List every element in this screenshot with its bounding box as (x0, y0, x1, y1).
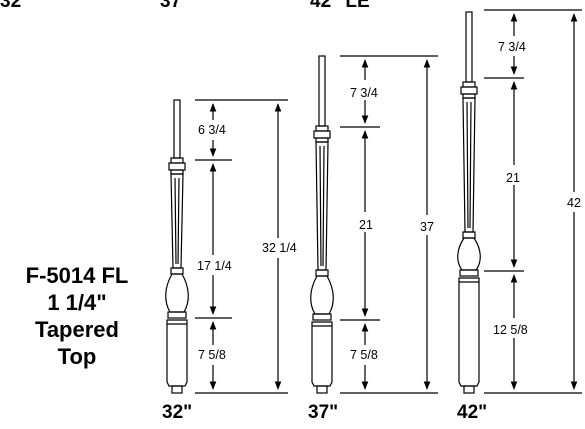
header-label-32: 32" (0, 0, 31, 12)
spindle-32-dimensions (195, 99, 288, 394)
spindle-32-total-dim: 32 1/4 (262, 241, 297, 255)
spindle-42-top-dim: 7 3/4 (498, 40, 526, 54)
spindle-37-top-dim: 7 3/4 (350, 86, 378, 100)
spindle-32-label: 32" (162, 402, 193, 423)
spindle-42-drawing (457, 11, 481, 394)
spindle-42-dimensions (484, 9, 582, 394)
product-title: F-5014 FL 1 1/4" Tapered Top (2, 262, 152, 370)
spindle-37-middle-dim: 21 (359, 218, 373, 232)
spindle-42-total-dim: 42 (567, 196, 581, 210)
spindle-42-label: 42" (457, 402, 488, 423)
spindle-32-bottom-dim: 7 5/8 (198, 348, 226, 362)
spindle-37-label: 37" (308, 402, 339, 423)
spindle-37-total-dim: 37 (420, 220, 434, 234)
spindle-32-top-dim: 6 3/4 (198, 123, 226, 137)
spindle-37-bottom-dim: 7 5/8 (350, 348, 378, 362)
spindle-42-middle-dim: 21 (506, 171, 520, 185)
spindle-42-bottom-dim: 12 5/8 (493, 323, 528, 337)
header-label-37: 37" (160, 0, 191, 12)
style-label-2: Top (57, 344, 97, 369)
spindle-37-drawing (310, 55, 334, 394)
size-label: 1 1/4" (47, 290, 107, 315)
spindle-32-drawing (165, 99, 189, 394)
spindle-37-dimensions (340, 55, 438, 394)
style-label: Tapered (35, 317, 119, 342)
model-number: F-5014 FL (25, 263, 129, 288)
header-label-42-le: 42" LE (310, 0, 370, 12)
spindle-32-middle-dim: 17 1/4 (197, 259, 232, 273)
